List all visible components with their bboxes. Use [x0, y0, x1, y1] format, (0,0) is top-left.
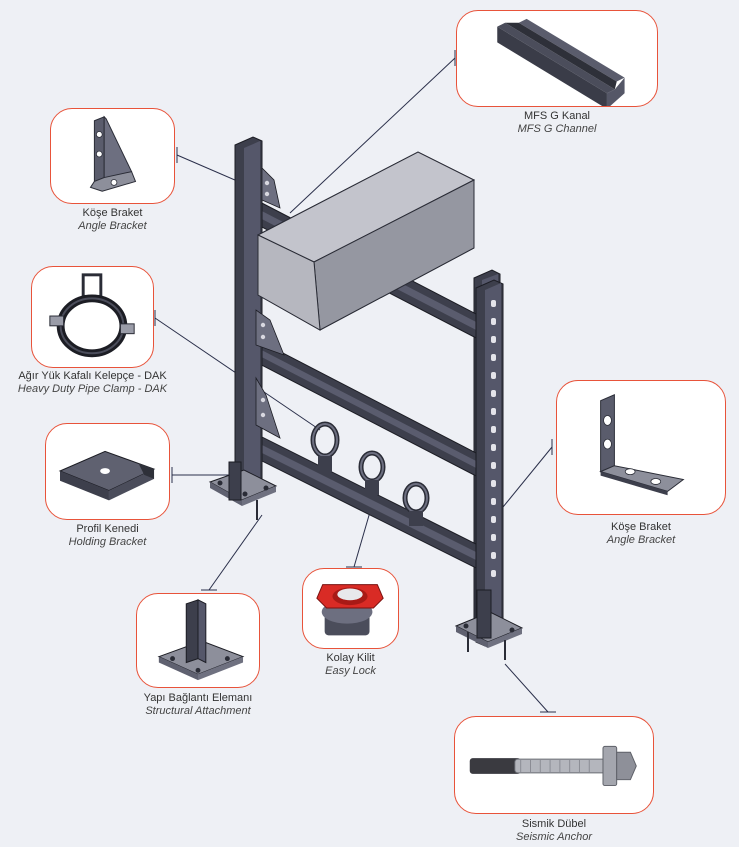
- holding-bracket-icon: [58, 450, 156, 501]
- mfs-g-channel-label-tr: MFS G Kanal: [523, 110, 591, 122]
- angle-bracket-top-label-tr: Köşe Braket: [82, 207, 143, 219]
- pipe-clamp-icon: [49, 273, 135, 358]
- structural-attachment-card[interactable]: [136, 593, 260, 688]
- easy-lock-label-en: Easy Lock: [325, 665, 376, 677]
- angle-bracket-top-caption: Köşe Braket Angle Bracket: [50, 207, 175, 233]
- structural-attachment-label-en: Structural Attachment: [145, 705, 251, 717]
- holding-bracket-label-tr: Profil Kenedi: [76, 523, 139, 535]
- pipe-clamp-label-en: Heavy Duty Pipe Clamp - DAK: [17, 383, 168, 395]
- mfs-g-channel-caption: MFS G Kanal MFS G Channel: [456, 110, 658, 136]
- structural-attachment-caption: Yapı Bağlantı Elemanı Structural Attachm…: [120, 692, 276, 718]
- easy-lock-card[interactable]: [302, 568, 399, 649]
- angle-bracket-right-card[interactable]: [556, 380, 726, 515]
- seismic-anchor-label-en: Seismic Anchor: [515, 831, 592, 843]
- easy-lock-caption: Kolay Kilit Easy Lock: [300, 652, 401, 678]
- mfs-g-channel-label-en: MFS G Channel: [517, 123, 597, 135]
- holding-bracket-label-en: Holding Bracket: [68, 536, 147, 548]
- structural-attachment-label-tr: Yapı Bağlantı Elemanı: [143, 692, 253, 704]
- angle-bracket-icon: [89, 115, 137, 192]
- angle-bracket-top-card[interactable]: [50, 108, 175, 204]
- holding-bracket-caption: Profil Kenedi Holding Bracket: [45, 523, 170, 549]
- pipe-clamp-caption: Ağır Yük Kafalı Kelepçe - DAK Heavy Duty…: [0, 370, 185, 396]
- angle-bracket-top-label-en: Angle Bracket: [78, 220, 147, 232]
- seismic-anchor-icon: [469, 745, 637, 787]
- angle-bracket-right-icon: [599, 394, 685, 496]
- angle-bracket-right-caption: Köşe Braket Angle Bracket: [556, 521, 726, 547]
- easy-lock-icon: [316, 584, 384, 636]
- seismic-anchor-caption: Sismik Dübel Seismic Anchor: [454, 818, 654, 844]
- angle-bracket-right-label-en: Angle Bracket: [606, 534, 676, 546]
- seismic-anchor-card[interactable]: [454, 716, 654, 814]
- angle-bracket-right-label-tr: Köşe Braket: [611, 521, 671, 533]
- holding-bracket-card[interactable]: [45, 423, 170, 520]
- structural-attachment-icon: [157, 599, 245, 681]
- pipe-clamp-label-tr: Ağır Yük Kafalı Kelepçe - DAK: [18, 370, 167, 382]
- mfs-g-channel-card[interactable]: [456, 10, 658, 107]
- pipe-clamp-card[interactable]: [31, 266, 154, 368]
- g-channel-icon: [497, 18, 625, 106]
- easy-lock-label-tr: Kolay Kilit: [326, 652, 375, 664]
- seismic-anchor-label-tr: Sismik Dübel: [521, 818, 587, 830]
